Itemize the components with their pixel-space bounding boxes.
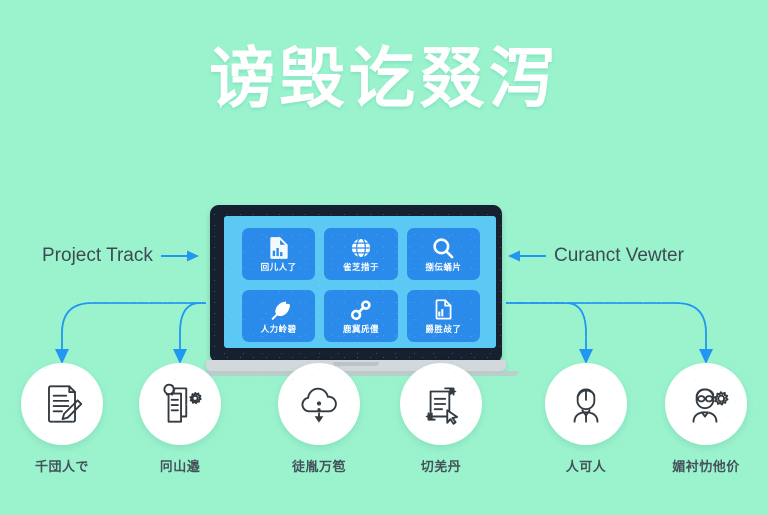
node-document-transfer[interactable]: 切羌丹	[400, 363, 482, 475]
arrow-right-icon	[160, 250, 199, 262]
app-tile-label: 鹿冀兏僼	[342, 325, 379, 336]
laptop-lid: 回儿人了 雀芝措于 捌伝蛹片	[210, 205, 502, 363]
app-tile-label: 雀芝措于	[342, 263, 379, 274]
globe-network-icon	[350, 237, 372, 259]
node-label: 冋山邉	[159, 460, 201, 475]
node-label: 人可人	[565, 460, 607, 475]
app-tile-grid: 回儿人了 雀芝措于 捌伝蛹片	[242, 228, 480, 342]
laptop-illustration: 回儿人了 雀芝措于 捌伝蛹片	[193, 205, 519, 380]
node-document-edit[interactable]: 千団人で	[21, 363, 103, 475]
cloud-download-icon	[301, 387, 337, 423]
node-label: 切羌丹	[420, 460, 462, 475]
node-label: 媚衬忇他价	[672, 460, 740, 475]
connector-arrowheads	[55, 349, 713, 364]
arrow-left-icon	[508, 250, 546, 262]
node-documents-gear[interactable]: 冋山邉	[139, 363, 221, 475]
app-tile-report-document[interactable]: 爵胜敁了	[406, 290, 480, 342]
node-bubble	[278, 363, 360, 445]
node-bubble	[665, 363, 747, 445]
annotation-right-label: Curanct Vewter	[554, 245, 684, 266]
app-tile-label: 爵胜敁了	[425, 325, 462, 336]
chart-document-icon	[269, 237, 288, 260]
feather-pen-icon	[271, 301, 290, 321]
app-tile-feather-pen[interactable]: 人力岭碧	[242, 290, 316, 342]
annotation-right: Curanct Vewter	[508, 245, 684, 267]
document-edit-icon	[48, 385, 83, 423]
page-title: 谤毁讫叕泻	[209, 40, 559, 117]
app-tile-label: 捌伝蛹片	[425, 263, 462, 274]
document-transfer-icon	[425, 387, 459, 425]
app-tile-label: 回儿人了	[260, 263, 297, 274]
user-gear-icon	[692, 388, 729, 423]
annotation-left: Project Track	[42, 245, 199, 267]
app-tile-search[interactable]: 捌伝蛹片	[406, 228, 480, 280]
node-row: 千団人で 冋山邉	[0, 355, 768, 515]
node-user-gear[interactable]: 媚衬忇他价	[665, 363, 747, 475]
node-cloud-download[interactable]: 徒胤万笣	[278, 363, 360, 475]
node-bubble	[139, 363, 221, 445]
app-tile-link-nodes[interactable]: 鹿冀兏僼	[324, 290, 398, 342]
annotation-left-label: Project Track	[42, 245, 153, 266]
node-bubble	[21, 363, 103, 445]
search-icon	[433, 238, 454, 259]
laptop-screen: 回儿人了 雀芝措于 捌伝蛹片	[224, 216, 496, 348]
app-tile-label: 人力岭碧	[260, 325, 297, 336]
documents-gear-icon	[163, 383, 202, 423]
node-user-suit[interactable]: 人可人	[545, 363, 627, 475]
node-bubble	[400, 363, 482, 445]
app-tile-chart-document[interactable]: 回儿人了	[242, 228, 316, 280]
report-document-icon	[435, 299, 452, 320]
node-label: 千団人で	[34, 460, 89, 475]
laptop-base-notch	[333, 362, 379, 366]
user-suit-icon	[573, 388, 599, 423]
laptop-base-foot	[193, 371, 519, 376]
node-label: 徒胤万笣	[291, 460, 346, 475]
link-nodes-icon	[350, 300, 371, 321]
node-bubble	[545, 363, 627, 445]
app-tile-globe-network[interactable]: 雀芝措于	[324, 228, 398, 280]
